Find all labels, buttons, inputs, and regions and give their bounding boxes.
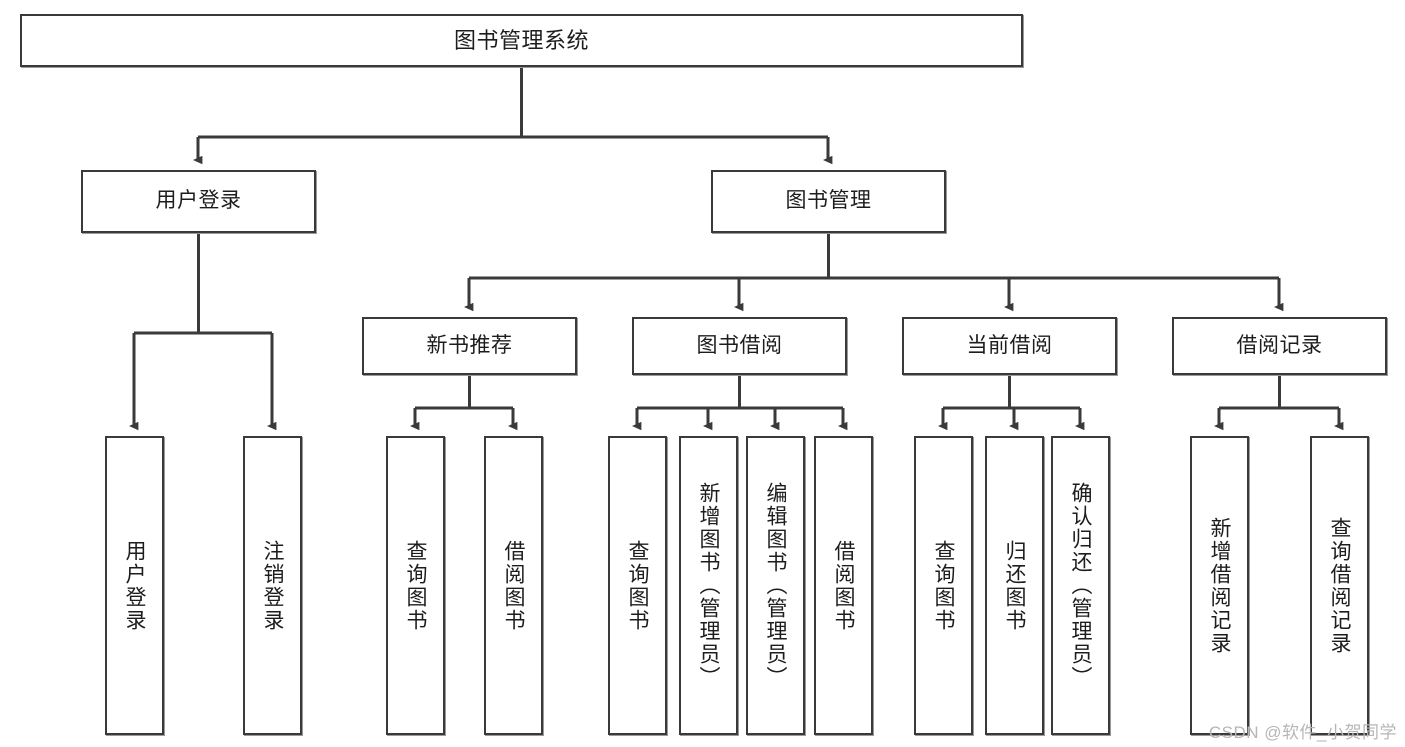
edge-borrowrecord-to-leaves	[1214, 375, 1344, 431]
node-root-system[interactable]: 图书管理系统	[20, 14, 1023, 67]
watermark-text: CSDN @软件_小贺同学	[1208, 723, 1397, 742]
node-current-borrow[interactable]: 当前借阅	[902, 317, 1117, 375]
node-label-leaf-bb-add: 新增图书（管理员）	[697, 482, 721, 689]
edge-newbookrec-to-leaves	[410, 375, 518, 431]
node-label-leaf-cb-query: 查询图书	[932, 539, 956, 632]
node-label-leaf-cb-confirm: 确认归还（管理员）	[1069, 482, 1093, 689]
node-leaf-cb-return[interactable]: 归还图书	[985, 436, 1044, 735]
node-label-leaf-user-logout: 注销登录	[261, 539, 285, 632]
node-leaf-user-logout[interactable]: 注销登录	[243, 436, 302, 735]
node-leaf-br-add[interactable]: 新增借阅记录	[1190, 436, 1249, 735]
edge-bookmanage-to-level3	[464, 233, 1284, 312]
node-leaf-bb-add[interactable]: 新增图书（管理员）	[679, 436, 738, 735]
node-leaf-bb-edit[interactable]: 编辑图书（管理员）	[746, 436, 805, 735]
node-leaf-br-query[interactable]: 查询借阅记录	[1310, 436, 1369, 735]
node-label-book-borrow: 图书借阅	[696, 333, 783, 357]
node-leaf-rec-borrow[interactable]: 借阅图书	[484, 436, 543, 735]
node-label-leaf-rec-query: 查询图书	[404, 539, 428, 632]
node-user-login[interactable]: 用户登录	[81, 170, 316, 233]
node-label-new-book-rec: 新书推荐	[426, 333, 513, 357]
node-book-manage[interactable]: 图书管理	[711, 170, 946, 233]
node-leaf-cb-query[interactable]: 查询图书	[914, 436, 973, 735]
node-label-leaf-rec-borrow: 借阅图书	[502, 539, 526, 632]
node-label-leaf-br-add: 新增借阅记录	[1208, 516, 1232, 655]
node-label-user-login: 用户登录	[155, 189, 242, 213]
node-label-leaf-bb-edit: 编辑图书（管理员）	[764, 482, 788, 689]
node-label-leaf-user-login: 用户登录	[123, 539, 147, 632]
node-leaf-bb-borrow[interactable]: 借阅图书	[814, 436, 873, 735]
edge-bookborrow-to-leaves	[632, 375, 848, 431]
node-new-book-rec[interactable]: 新书推荐	[362, 317, 577, 375]
node-leaf-bb-query[interactable]: 查询图书	[608, 436, 667, 735]
node-label-root: 图书管理系统	[453, 27, 589, 53]
node-label-leaf-bb-borrow: 借阅图书	[832, 539, 856, 632]
node-label-book-manage: 图书管理	[785, 189, 872, 213]
node-borrow-record[interactable]: 借阅记录	[1172, 317, 1387, 375]
edge-root-to-level2	[193, 67, 833, 165]
node-leaf-user-login[interactable]: 用户登录	[105, 436, 164, 735]
node-book-borrow[interactable]: 图书借阅	[632, 317, 847, 375]
edge-userlogin-to-leaves	[129, 233, 277, 431]
node-label-leaf-bb-query: 查询图书	[626, 539, 650, 632]
node-leaf-cb-confirm[interactable]: 确认归还（管理员）	[1051, 436, 1110, 735]
node-label-borrow-record: 借阅记录	[1236, 333, 1323, 357]
edge-currentborrow-to-leaves	[938, 375, 1085, 431]
node-label-leaf-cb-return: 归还图书	[1003, 539, 1027, 632]
node-label-leaf-br-query: 查询借阅记录	[1328, 516, 1352, 655]
node-leaf-rec-query[interactable]: 查询图书	[386, 436, 445, 735]
node-label-current-borrow: 当前借阅	[966, 333, 1053, 357]
